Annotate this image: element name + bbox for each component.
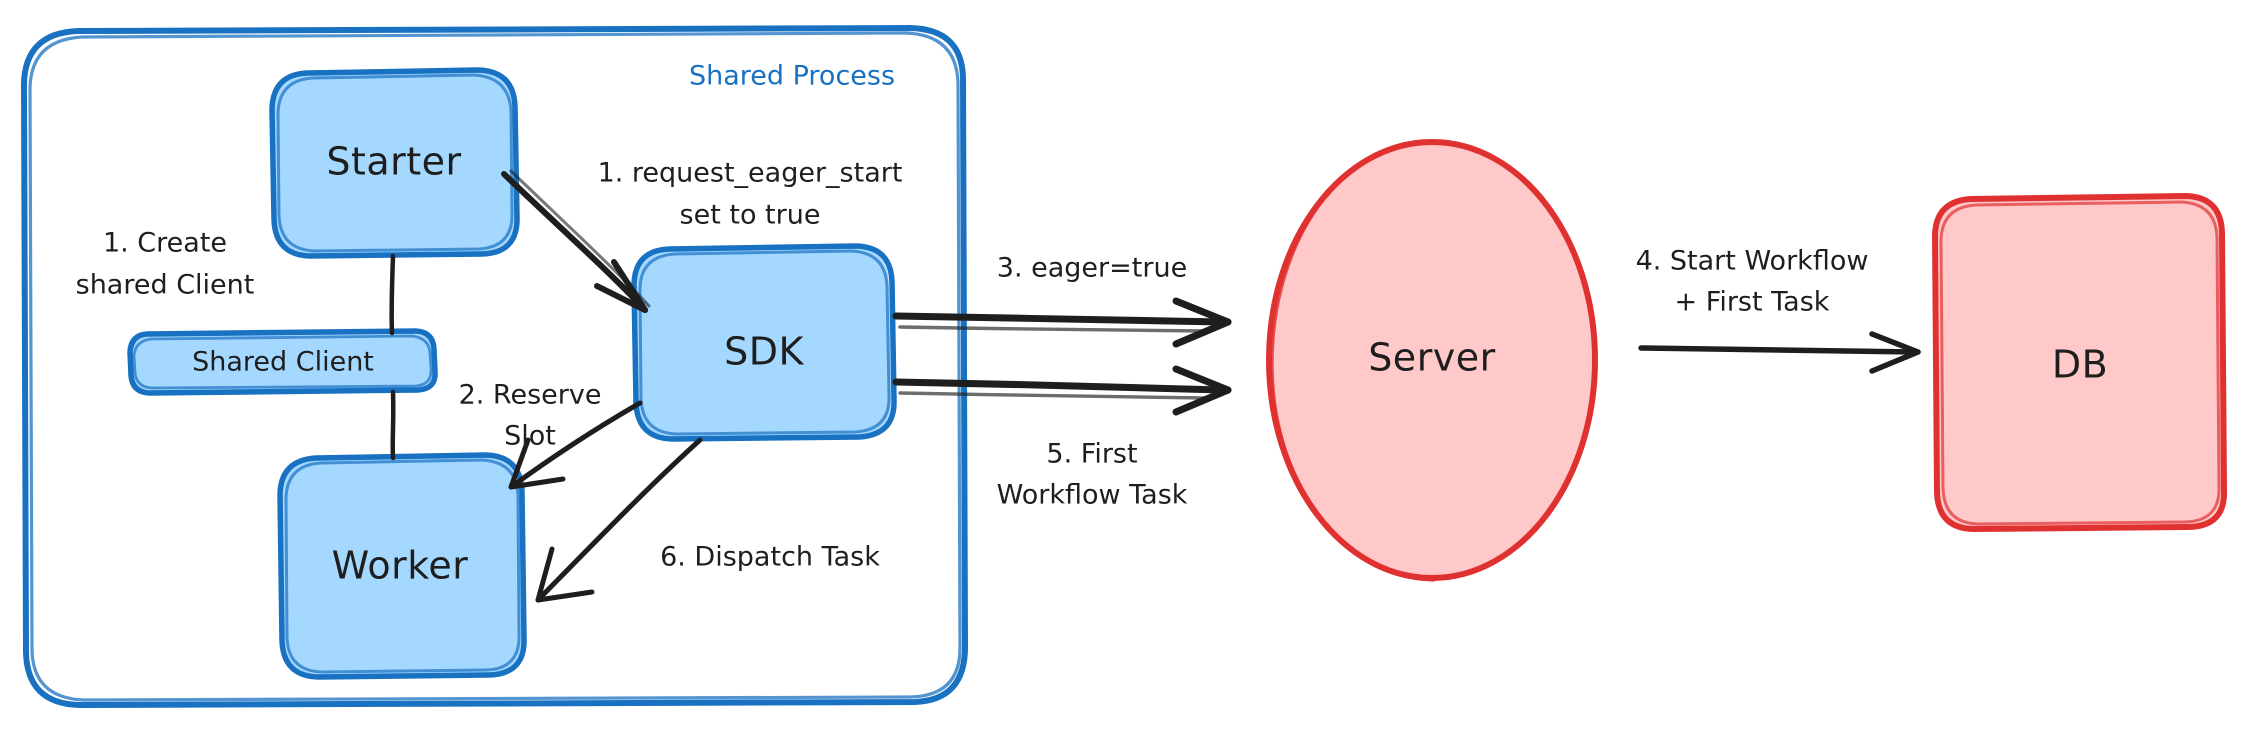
worker-label: Worker <box>332 544 469 588</box>
edge4-line2: + First Task <box>1675 287 1830 318</box>
sdk-fill <box>636 248 892 437</box>
edge-label-reserve-slot: 2. Reserve Slot <box>459 380 602 452</box>
edge-label-first-workflow-task: 5. First Workflow Task <box>997 439 1188 511</box>
edge-label-start-workflow: 4. Start Workflow + First Task <box>1636 246 1869 318</box>
arrow-server-to-db <box>1638 331 1921 374</box>
edge-label-request-eager-start: 1. request_eager_start set to true <box>598 158 903 231</box>
arrow-sdk-to-worker-reserve <box>508 400 643 490</box>
edge4-line1: 4. Start Workflow <box>1636 246 1869 277</box>
node-starter[interactable]: Starter <box>269 67 520 259</box>
edge-label-eager-true: 3. eager=true <box>997 253 1187 284</box>
edge-label-create-shared-client: 1. Create shared Client <box>76 228 255 301</box>
starter-label: Starter <box>326 140 461 184</box>
shared-process-group: Shared Process <box>21 25 969 708</box>
db-label: DB <box>2052 343 2108 387</box>
node-worker[interactable]: Worker <box>277 452 527 680</box>
node-shared-client[interactable]: Shared Client <box>127 328 438 396</box>
arrow-sdk-to-server-eager <box>892 297 1232 348</box>
starter-fill <box>274 72 516 254</box>
node-db[interactable]: DB <box>1932 193 2228 532</box>
arrow-starter-to-sdk <box>501 169 651 313</box>
node-server[interactable]: Server <box>1266 139 1598 582</box>
edge0-line2: shared Client <box>76 270 255 301</box>
db-fill <box>1938 198 2222 527</box>
edge-label-dispatch-task: 6. Dispatch Task <box>660 542 880 573</box>
edge6-label: 6. Dispatch Task <box>660 542 880 573</box>
server-fill <box>1269 142 1595 578</box>
shared-client-label: Shared Client <box>192 347 374 378</box>
edge1-line2: set to true <box>680 200 821 231</box>
edge5-line1: 5. First <box>1046 439 1137 470</box>
edge2-line1: 2. Reserve <box>459 380 602 411</box>
shared-process-label: Shared Process <box>689 61 895 92</box>
edge5-line2: Workflow Task <box>997 480 1188 511</box>
edge1-line1: 1. request_eager_start <box>598 158 903 189</box>
edge3-label: 3. eager=true <box>997 253 1187 284</box>
sdk-label: SDK <box>724 330 804 374</box>
shared-client-fill <box>131 333 435 391</box>
worker-fill <box>282 457 523 675</box>
arrow-sdk-to-worker-dispatch <box>535 437 703 603</box>
edge0-line1: 1. Create <box>103 228 227 259</box>
edge-shared-client-worker <box>390 389 396 461</box>
node-sdk[interactable]: SDK <box>631 243 897 442</box>
arrow-sdk-to-server-first-task <box>892 365 1232 416</box>
server-label: Server <box>1368 336 1496 380</box>
edge2-line2: Slot <box>504 421 556 452</box>
edge-starter-shared-client <box>389 253 396 336</box>
